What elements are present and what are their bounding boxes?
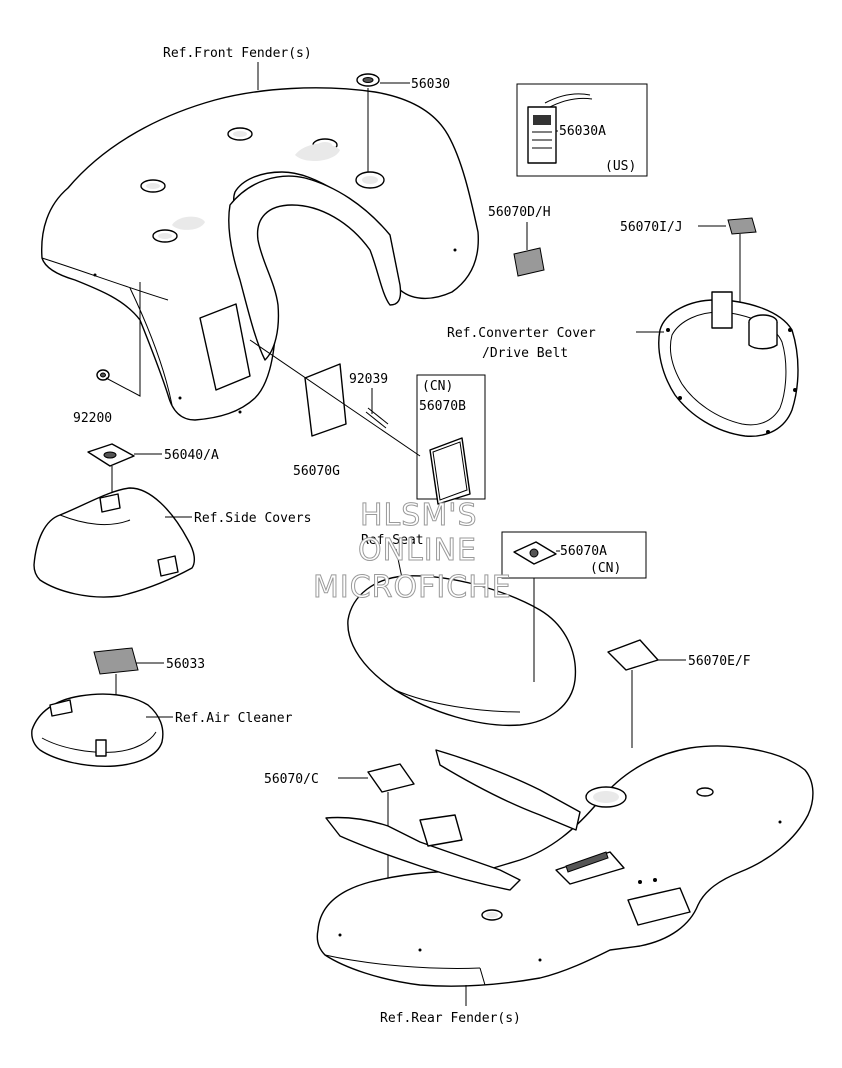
part-56030-grommet [356,73,380,87]
part-56070C-label: 56070/C [264,772,319,787]
ref-side-covers-label: Ref.Side Covers [194,511,311,526]
part-56070A-sticker [513,541,557,565]
air-cleaner-cover [31,693,164,768]
part-56070DH-label: 56070D/H [488,205,551,220]
rear-fender [316,745,814,987]
watermark: HLSM'S ONLINE MICROFICHE [313,498,512,606]
part-56070C-sticker [367,763,415,793]
part-56030A-tag [527,93,593,164]
ref-rear-fender-label: Ref.Rear Fender(s) [380,1011,521,1026]
part-56070G-sheet [304,363,347,437]
part-56033-sticker [93,647,139,675]
part-56070IJ-label: 56070I/J [620,220,683,235]
leader-92200 [105,282,141,397]
box-56070A [501,531,647,579]
watermark-line-3: MICROFICHE [313,570,512,605]
leader-56070G-to-panel [249,339,421,457]
seat [347,575,577,727]
part-56070A-label: 56070A [560,544,607,559]
cn-label-2: (CN) [590,561,621,576]
part-56070B-sheet [429,437,471,505]
part-92200-label: 92200 [73,411,112,426]
converter-cover [658,291,799,437]
part-56070G-label: 56070G [293,464,340,479]
watermark-line-1: HLSM'S [360,498,478,533]
part-56033-label: 56033 [166,657,205,672]
watermark-line-2: ONLINE [358,533,477,568]
part-56030-label: 56030 [411,77,450,92]
front-fender [41,87,479,421]
part-92039-strap [365,407,389,429]
part-56030A-label: 56030A [559,124,606,139]
part-56070EF-label: 56070E/F [688,654,751,669]
ref-seat-label: Ref.Seat [361,533,424,548]
us-label: (US) [605,159,636,174]
part-56070B-label: 56070B [419,399,466,414]
part-56070EF-sticker [607,639,659,671]
ref-converter-label-2: /Drive Belt [482,346,568,361]
part-56040A-label: 56040/A [164,448,219,463]
leader-seat [395,548,403,579]
part-92039-label: 92039 [349,372,388,387]
part-56070IJ-sticker [727,217,757,235]
part-92200-clip [96,369,110,381]
ref-air-cleaner-label: Ref.Air Cleaner [175,711,293,726]
part-56040A-sticker [87,443,135,467]
part-56070DH-label-sticker [513,247,545,277]
cn-label-1: (CN) [422,379,453,394]
box-56030A [516,83,648,177]
ref-front-fender-label: Ref.Front Fender(s) [163,46,312,61]
side-cover [33,487,196,598]
ref-converter-label-1: Ref.Converter Cover [447,326,596,341]
